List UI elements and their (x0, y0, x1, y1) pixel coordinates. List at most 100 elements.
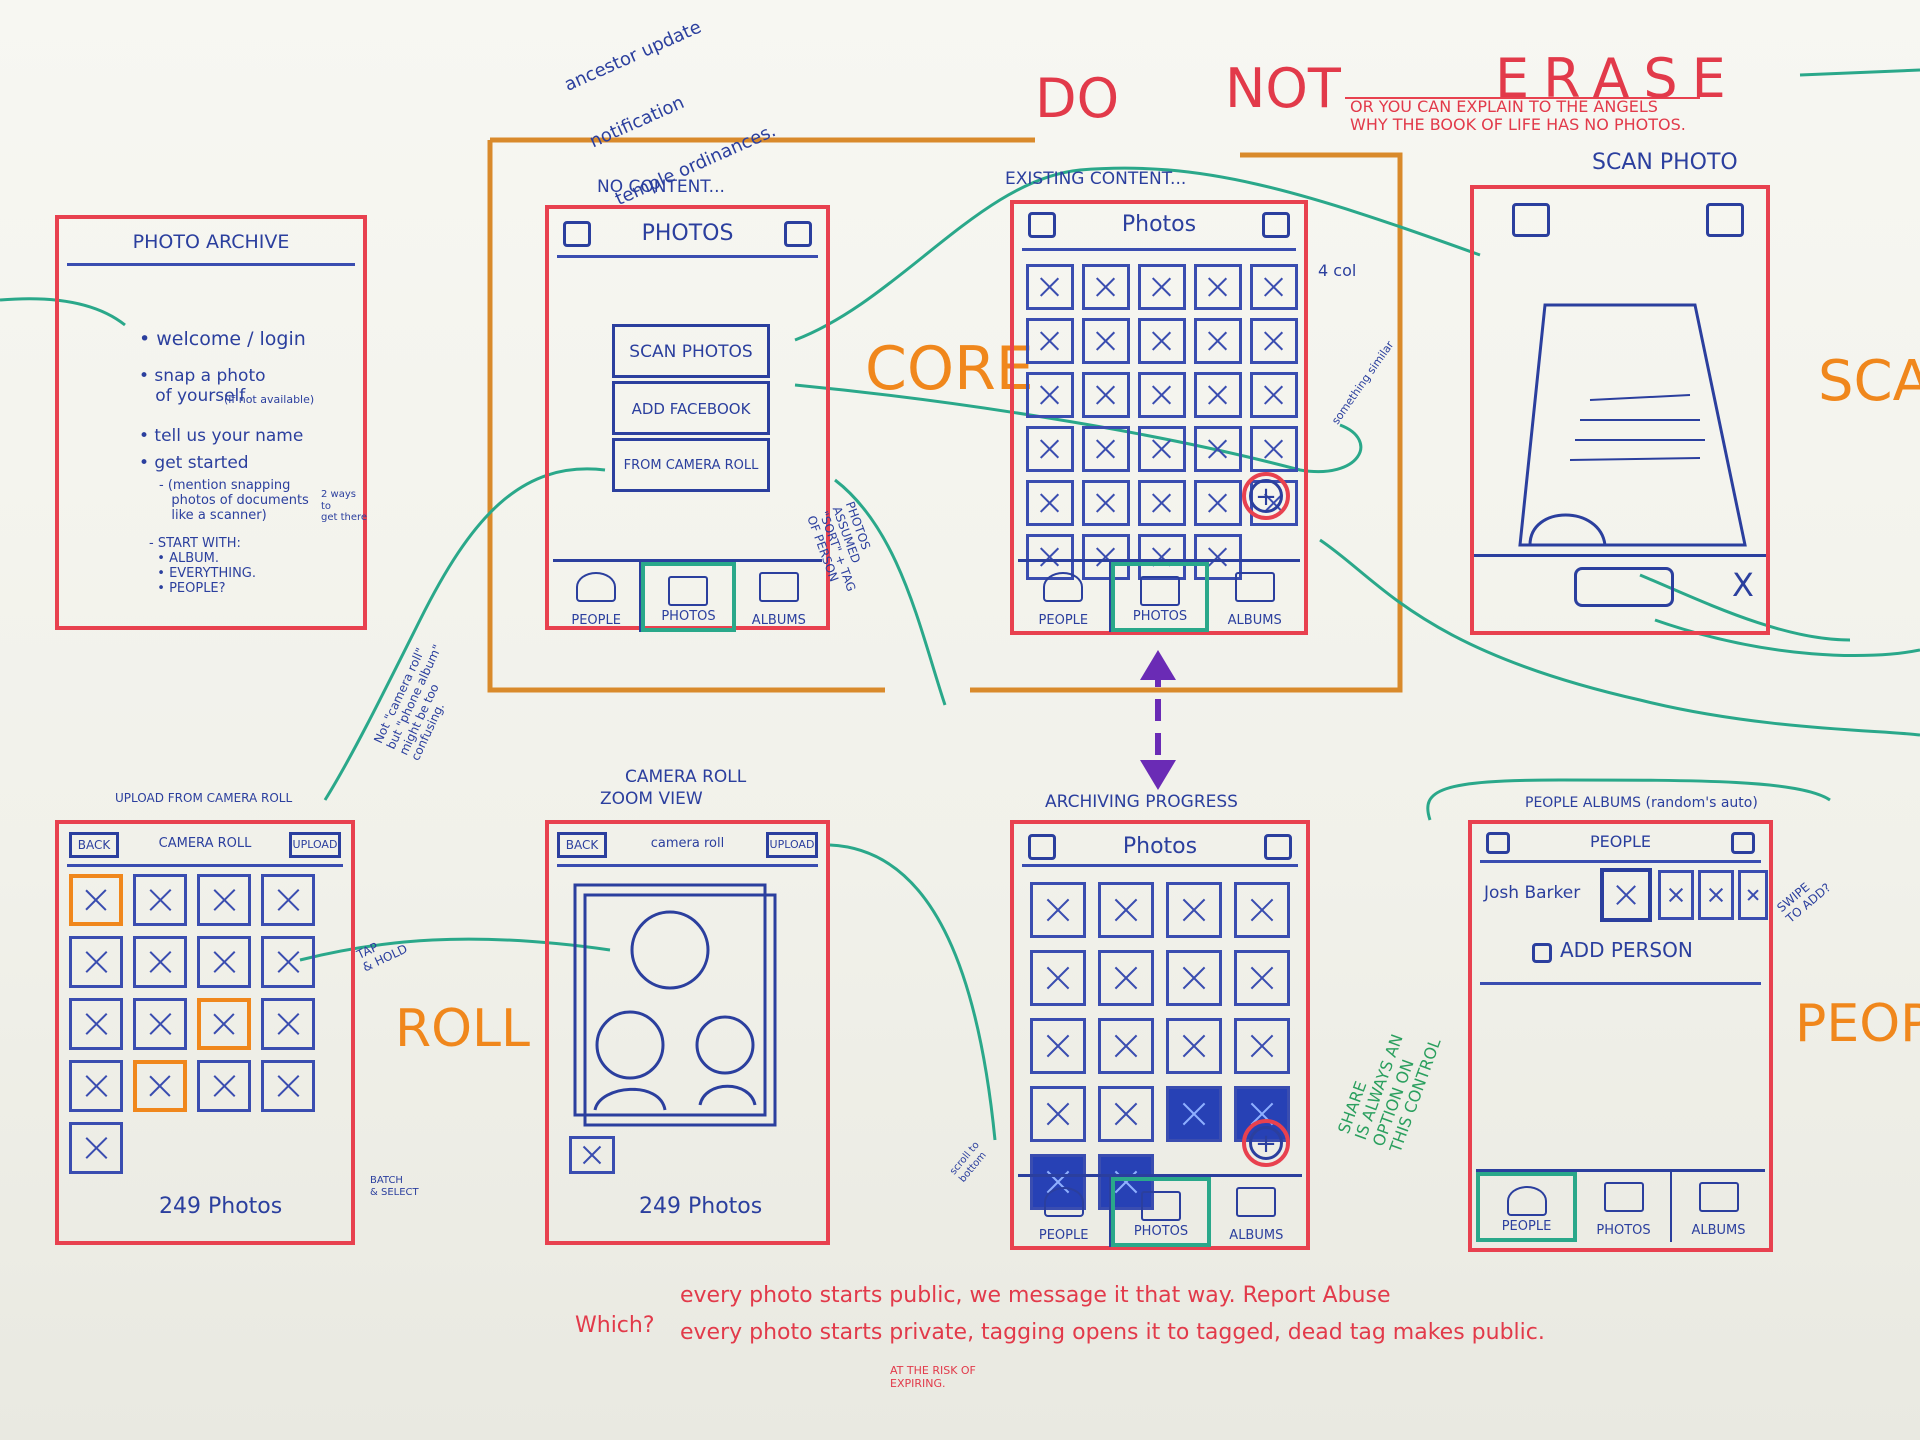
settings-icon[interactable] (1264, 834, 1292, 860)
photo-thumbnail[interactable] (1194, 426, 1242, 472)
photo-thumbnail[interactable] (1098, 1018, 1154, 1074)
photo-thumbnail[interactable] (1030, 1018, 1086, 1074)
upload-button[interactable]: UPLOAD (766, 832, 818, 858)
add-person-button[interactable]: ADD PERSON (1532, 939, 1732, 973)
photo-thumbnail[interactable] (261, 1060, 315, 1112)
photo-thumbnail[interactable] (1138, 480, 1186, 526)
flip-camera-icon[interactable] (1706, 203, 1744, 237)
photo-thumbnail[interactable] (1082, 372, 1130, 418)
back-button[interactable]: BACK (69, 832, 119, 858)
person-icon[interactable] (1028, 212, 1056, 238)
tab-photos[interactable]: PHOTOS (641, 562, 736, 632)
close-button[interactable]: X (1732, 566, 1754, 604)
photo-thumbnail[interactable] (1082, 480, 1130, 526)
photo-thumbnail[interactable] (1138, 426, 1186, 472)
tab-photos[interactable]: PHOTOS (1111, 1177, 1211, 1247)
photo-thumbnail[interactable] (69, 874, 123, 926)
tab-people[interactable]: PEOPLE (1476, 1172, 1577, 1242)
photo-thumbnail[interactable] (1194, 534, 1242, 580)
person-icon[interactable] (563, 221, 591, 247)
photo-thumbnail[interactable] (1098, 882, 1154, 938)
photo-thumbnail[interactable] (133, 1060, 187, 1112)
settings-icon[interactable] (1486, 832, 1510, 854)
photo-thumbnail[interactable] (133, 998, 187, 1050)
photo-thumbnail[interactable] (1098, 950, 1154, 1006)
photo-thumbnail[interactable] (69, 1122, 123, 1174)
thumbnail[interactable] (569, 1136, 615, 1174)
tab-people[interactable]: PEOPLE (1018, 1177, 1112, 1247)
photo-thumbnail[interactable] (197, 998, 251, 1050)
photo-thumbnail[interactable] (1026, 318, 1074, 364)
photo-thumbnail[interactable] (1166, 882, 1222, 938)
photo-thumbnail[interactable] (1250, 318, 1298, 364)
photo-thumbnail[interactable] (1030, 950, 1086, 1006)
photo-thumbnail[interactable] (1234, 1018, 1290, 1074)
photo-thumbnail[interactable] (1026, 480, 1074, 526)
photo-thumbnail[interactable] (1026, 264, 1074, 310)
add-facebook-button[interactable]: ADD FACEBOOK (612, 381, 770, 435)
photo-thumbnail[interactable] (1026, 372, 1074, 418)
photo-thumbnail[interactable] (1234, 950, 1290, 1006)
tab-albums[interactable]: ALBUMS (1211, 1177, 1302, 1247)
camera-icon[interactable] (1731, 832, 1755, 854)
photo-thumbnail[interactable] (261, 874, 315, 926)
camera-roll-button[interactable]: FROM CAMERA ROLL (612, 438, 770, 492)
photo-thumbnail[interactable] (1194, 264, 1242, 310)
photo-thumbnail[interactable] (1250, 426, 1298, 472)
photo-thumbnail[interactable] (1194, 480, 1242, 526)
person-photo[interactable] (1738, 870, 1768, 920)
photo-thumbnail[interactable] (1026, 426, 1074, 472)
photo-thumbnail[interactable] (1234, 882, 1290, 938)
photo-thumbnail[interactable] (1194, 372, 1242, 418)
photo-thumbnail[interactable] (1098, 1086, 1154, 1142)
photo-thumbnail[interactable] (261, 936, 315, 988)
photo-thumbnail[interactable] (1250, 264, 1298, 310)
camera-icon[interactable] (784, 221, 812, 247)
add-photo-button[interactable]: + (1242, 1119, 1290, 1167)
person-icon[interactable] (1028, 834, 1056, 860)
person-photo[interactable] (1600, 868, 1652, 922)
photo-thumbnail[interactable] (1138, 318, 1186, 364)
person-photo[interactable] (1658, 870, 1694, 920)
person-name[interactable]: Josh Barker (1484, 883, 1581, 903)
tab-photos[interactable]: PHOTOS (1577, 1172, 1672, 1242)
photo-thumbnail[interactable] (197, 1060, 251, 1112)
shutter-button[interactable] (1574, 567, 1674, 607)
photo-thumbnail[interactable] (1082, 534, 1130, 580)
flash-icon[interactable] (1512, 203, 1550, 237)
photo-thumbnail[interactable] (1138, 264, 1186, 310)
tab-albums[interactable]: ALBUMS (736, 562, 822, 632)
photo-thumbnail[interactable] (1250, 372, 1298, 418)
tab-albums[interactable]: ALBUMS (1209, 562, 1300, 632)
photo-thumbnail[interactable] (197, 936, 251, 988)
person-photo[interactable] (1698, 870, 1734, 920)
tab-people[interactable]: PEOPLE (1018, 562, 1111, 632)
photo-thumbnail[interactable] (1082, 426, 1130, 472)
photo-thumbnail[interactable] (1098, 1154, 1154, 1210)
settings-icon[interactable] (1262, 212, 1290, 238)
tab-photos[interactable]: PHOTOS (1110, 562, 1210, 632)
photo-thumbnail[interactable] (1194, 318, 1242, 364)
add-photo-button[interactable]: + (1242, 472, 1290, 520)
photo-thumbnail[interactable] (1166, 1086, 1222, 1142)
photo-thumbnail[interactable] (1166, 1018, 1222, 1074)
photo-thumbnail[interactable] (1138, 534, 1186, 580)
photo-thumbnail[interactable] (197, 874, 251, 926)
scan-photos-button[interactable]: SCAN PHOTOS (612, 324, 770, 378)
photo-thumbnail[interactable] (1030, 1086, 1086, 1142)
photo-thumbnail[interactable] (1030, 882, 1086, 938)
photo-thumbnail[interactable] (261, 998, 315, 1050)
photo-thumbnail[interactable] (1082, 264, 1130, 310)
upload-button[interactable]: UPLOAD (289, 832, 341, 858)
photo-thumbnail[interactable] (133, 874, 187, 926)
photo-thumbnail[interactable] (69, 1060, 123, 1112)
photo-thumbnail[interactable] (69, 936, 123, 988)
photo-thumbnail[interactable] (1138, 372, 1186, 418)
photo-thumbnail[interactable] (69, 998, 123, 1050)
photo-thumbnail[interactable] (133, 936, 187, 988)
tab-albums[interactable]: ALBUMS (1672, 1172, 1765, 1242)
back-button[interactable]: BACK (557, 832, 607, 858)
photo-thumbnail[interactable] (1082, 318, 1130, 364)
photo-thumbnail[interactable] (1166, 950, 1222, 1006)
tab-people[interactable]: PEOPLE (553, 562, 642, 632)
